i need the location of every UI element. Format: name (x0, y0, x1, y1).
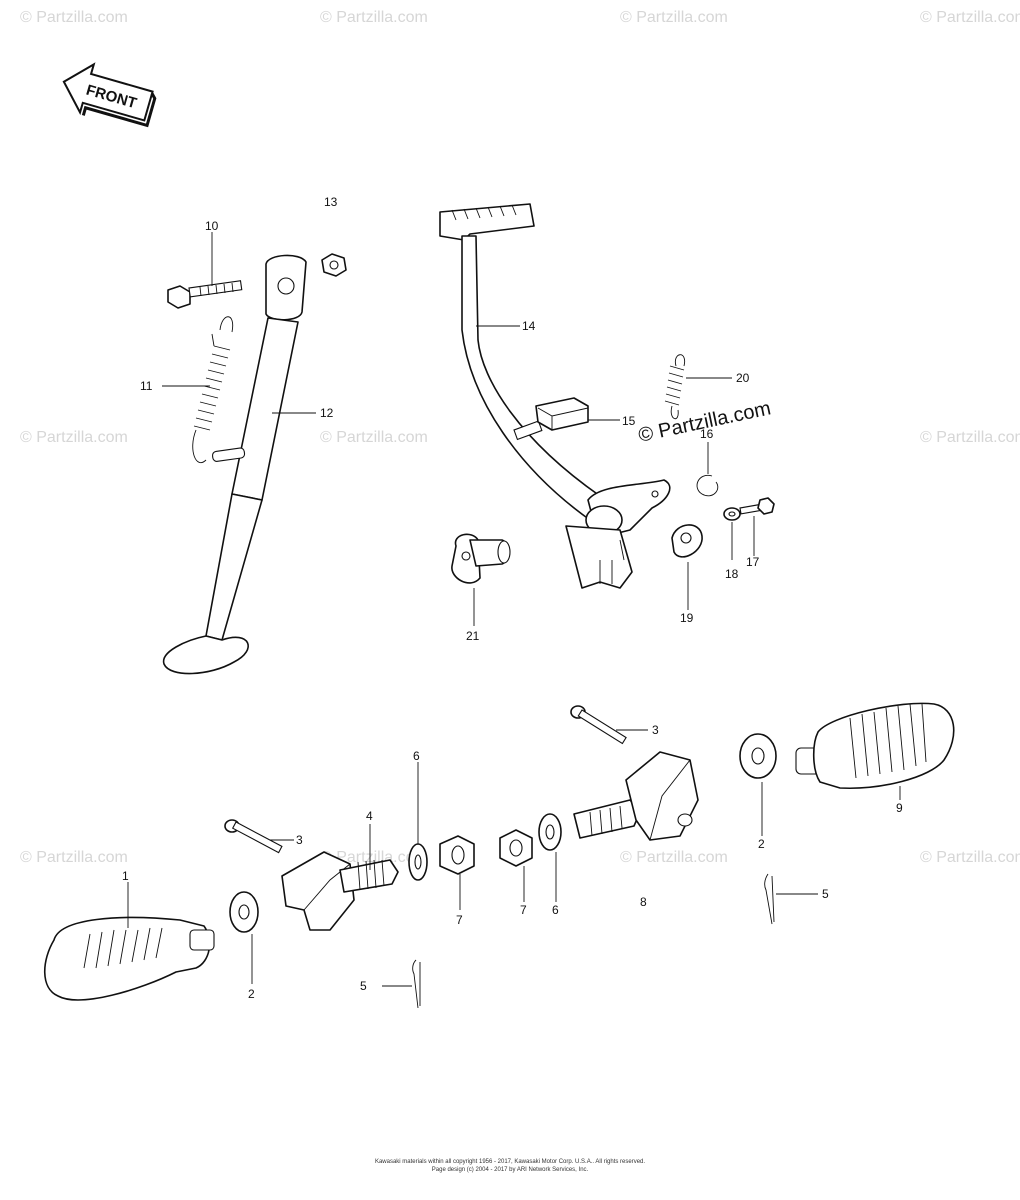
side-stand-icon (163, 254, 307, 675)
copyright-line: Kawasaki materials within all copyright … (374, 1159, 646, 1165)
callout-14: 14 (522, 319, 536, 333)
washer-icon (408, 843, 428, 881)
callout-6: 6 (413, 749, 420, 763)
callout-4: 4 (366, 809, 373, 823)
callout-19: 19 (680, 611, 694, 625)
footpeg-rubber-icon (795, 702, 955, 790)
brake-pedal-icon (439, 203, 671, 589)
callout-13: 13 (324, 195, 338, 209)
callout-7: 7 (520, 903, 527, 917)
callout-17: 17 (746, 555, 760, 569)
cotter-pin-icon (764, 873, 775, 925)
callout-20: 20 (736, 371, 750, 385)
callout-5: 5 (822, 887, 829, 901)
washer-icon (538, 813, 562, 851)
callout-18: 18 (725, 567, 739, 581)
callout-11: 11 (140, 379, 153, 393)
watermark: © Partzilla.com (620, 849, 728, 866)
nut-icon (439, 835, 475, 875)
spring-icon (192, 316, 234, 463)
watermark: © Partzilla.com (920, 429, 1020, 446)
callout-3: 3 (652, 723, 659, 737)
watermark: © Partzilla.com (320, 429, 428, 446)
footpeg-bracket-icon (281, 851, 399, 931)
watermark: © Partzilla.com (920, 9, 1020, 26)
watermark: © Partzilla.com (20, 849, 128, 866)
washer-icon (739, 733, 777, 779)
callout-10: 10 (205, 219, 219, 233)
nut-icon (321, 253, 347, 277)
callout-15: 15 (622, 414, 636, 428)
spring-icon (664, 354, 686, 420)
front-arrow-icon: FRONT (62, 62, 157, 128)
callout-5: 5 (360, 979, 367, 993)
nut-icon (499, 829, 533, 867)
watermark: © Partzilla.com (620, 9, 728, 26)
cotter-pin-icon (412, 959, 421, 1009)
washer-icon (723, 507, 741, 521)
pin-icon (570, 705, 627, 745)
footpeg-bracket-icon (573, 751, 699, 841)
callouts: 10 13 11 12 14 15 20 16 17 18 19 21 1 2 … (122, 195, 903, 1001)
watermark: © Partzilla.com (20, 9, 128, 26)
callout-6: 6 (552, 903, 559, 917)
pin-icon (224, 819, 283, 854)
bushing-icon (451, 533, 511, 584)
bolt-icon (739, 497, 775, 515)
callout-16: 16 (700, 427, 714, 441)
callout-1: 1 (122, 869, 129, 883)
callout-2: 2 (248, 987, 255, 1001)
watermark: © Partzilla.com (20, 429, 128, 446)
footpeg-rubber-icon (44, 916, 215, 1001)
leader-lines (127, 232, 901, 987)
page-design-credit: Page design (c) 2004 - 2017 by ARI Netwo… (431, 1167, 589, 1173)
rubber-pad-icon (535, 397, 589, 431)
bolt-icon (167, 280, 243, 309)
plate-icon (671, 524, 703, 558)
callout-7: 7 (456, 913, 463, 927)
callout-3: 3 (296, 833, 303, 847)
circlip-icon (696, 474, 719, 497)
watermark: © Partzilla.com (320, 9, 428, 26)
washer-icon (229, 891, 259, 933)
callout-8: 8 (640, 895, 647, 909)
callout-21: 21 (466, 629, 480, 643)
callout-9: 9 (896, 801, 903, 815)
watermark: © Partzilla.com (920, 849, 1020, 866)
callout-2: 2 (758, 837, 765, 851)
callout-12: 12 (320, 406, 334, 420)
